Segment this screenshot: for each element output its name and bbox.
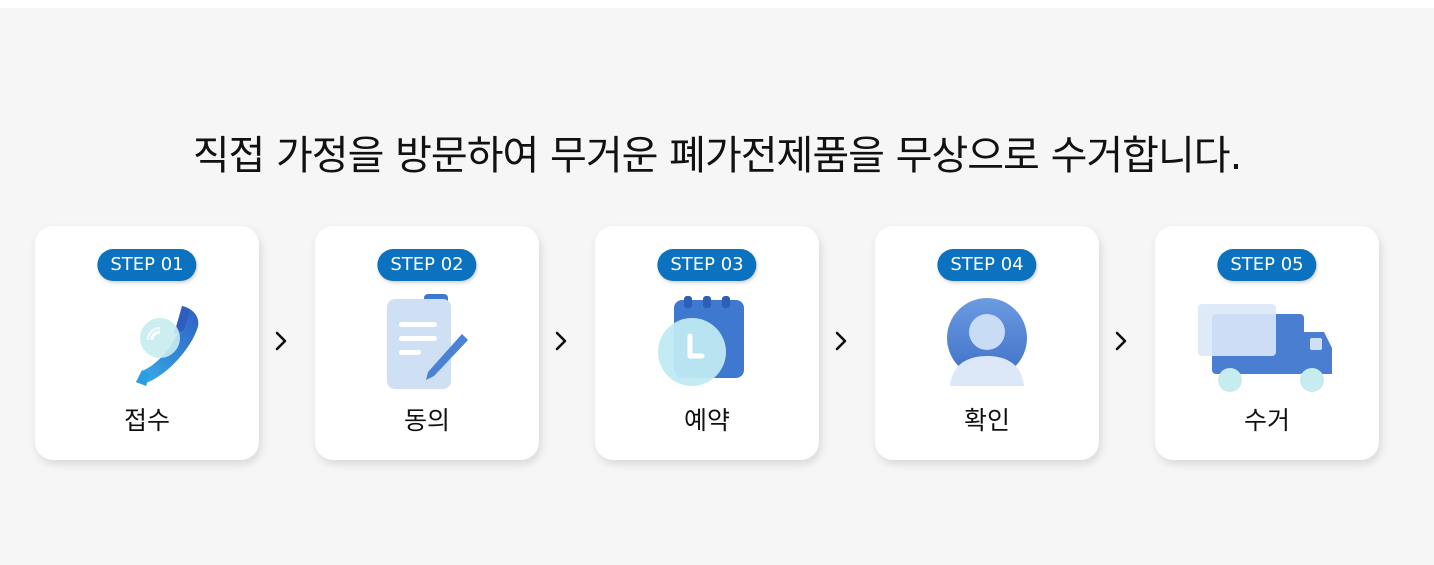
- chevron-right-icon: [551, 326, 571, 356]
- step-card-5: STEP 05 수거: [1155, 226, 1379, 460]
- clipboard-pencil-icon: [352, 294, 502, 394]
- page-title: 직접 가정을 방문하여 무거운 폐가전제품을 무상으로 수거합니다.: [192, 132, 1243, 179]
- step-badge: STEP 05: [1217, 249, 1317, 281]
- step-label: 확인: [963, 406, 1010, 435]
- chevron-right-icon: [1111, 326, 1131, 356]
- step-card-2: STEP 02 동의: [315, 226, 539, 460]
- step-label: 예약: [683, 406, 730, 435]
- step-card-4: STEP 04 확인: [875, 226, 1099, 460]
- step-badge: STEP 02: [377, 249, 477, 281]
- step-badge: STEP 03: [657, 249, 757, 281]
- chevron-right-icon: [831, 326, 851, 356]
- truck-icon: [1192, 294, 1342, 394]
- step-card-3: STEP 03 예약: [595, 226, 819, 460]
- phone-icon: [72, 294, 222, 394]
- step-label: 동의: [403, 406, 450, 435]
- step-badge: STEP 01: [97, 249, 197, 281]
- step-label: 수거: [1243, 406, 1290, 435]
- step-card-1: STEP 01 접수: [35, 226, 259, 460]
- step-badge: STEP 04: [937, 249, 1037, 281]
- calendar-clock-icon: [632, 294, 782, 394]
- user-icon: [912, 294, 1062, 394]
- step-label: 접수: [123, 406, 170, 435]
- chevron-right-icon: [271, 326, 291, 356]
